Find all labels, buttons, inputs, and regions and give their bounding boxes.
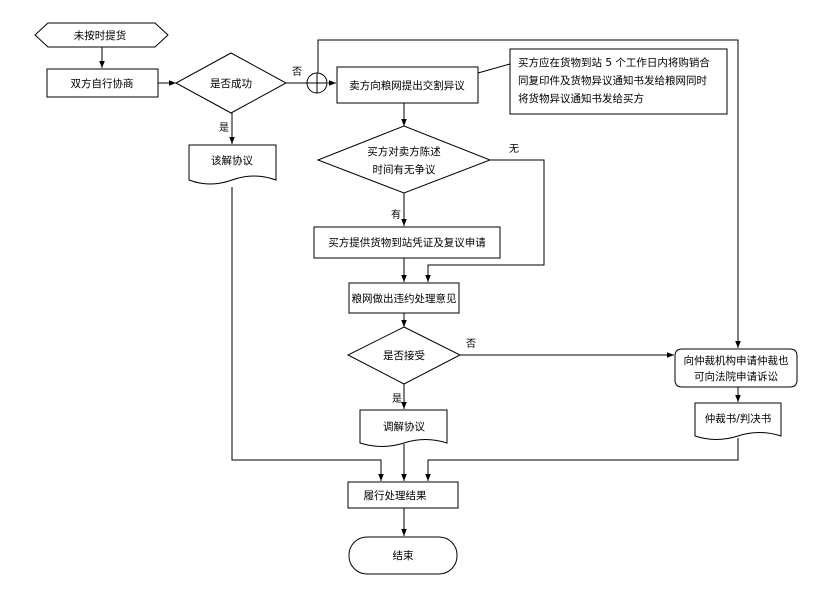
- label-none: 无: [509, 144, 519, 155]
- label-yes-accept: 是: [392, 393, 402, 405]
- svg-text:买方对卖方陈述: 买方对卖方陈述: [367, 145, 441, 158]
- doc-mediate: 调解协议: [359, 409, 448, 447]
- svg-text:双方自行协商: 双方自行协商: [71, 77, 134, 90]
- decision-dispute: 买方对卖方陈述 时间有无争议: [316, 125, 492, 194]
- decision-success: 是否成功: [174, 52, 288, 114]
- svg-text:买方提供货物到站凭证及复议申请: 买方提供货物到站凭证及复议申请: [328, 236, 486, 249]
- label-have: 有: [391, 208, 401, 221]
- branch-labels: 否 是 无 有 否 是: [219, 66, 519, 405]
- svg-text:向仲裁机构申请仲裁也: 向仲裁机构申请仲裁也: [684, 354, 789, 367]
- decision-accept: 是否接受: [346, 326, 462, 385]
- svg-text:结束: 结束: [393, 549, 414, 562]
- svg-text:粮网做出违约处理意见: 粮网做出违约处理意见: [352, 292, 457, 305]
- node-negotiate: 双方自行协商: [46, 68, 159, 98]
- node-handling: 粮网做出违约处理意见: [348, 282, 460, 314]
- node-provide-docs: 买方提供货物到站凭证及复议申请: [313, 226, 501, 259]
- node-execute: 履行处理结果: [347, 481, 459, 509]
- svg-text:是否成功: 是否成功: [210, 78, 252, 90]
- node-end: 结束: [348, 536, 458, 575]
- edge-dissolve-execute: [231, 187, 384, 481]
- edge-ruling-execute: [425, 438, 739, 481]
- node-arbitration: 向仲裁机构申请仲裁也 可向法院申请诉讼: [674, 348, 798, 388]
- svg-text:同复印件及货物异议通知书发给粮网同时: 同复印件及货物异议通知书发给粮网同时: [518, 74, 707, 87]
- edge-none-handling: [425, 159, 545, 282]
- edge-note-callout: [477, 63, 511, 74]
- label-no-success: 否: [292, 66, 302, 78]
- label-yes-success: 是: [219, 122, 229, 134]
- svg-text:是否接受: 是否接受: [383, 349, 425, 362]
- edge-junction-arbitration: [317, 39, 741, 348]
- note-callout: 买方应在货物到站 5 个工作日内将购销合 同复印件及货物异议通知书发给粮网同时 …: [509, 48, 728, 115]
- svg-text:卖方向粮网提出交割异议: 卖方向粮网提出交割异议: [349, 79, 465, 92]
- doc-ruling: 仲裁书/判决书: [694, 402, 782, 440]
- svg-text:可向法院申请诉讼: 可向法院申请诉讼: [694, 370, 778, 383]
- svg-text:将货物异议通知书发给买方: 将货物异议通知书发给买方: [518, 92, 644, 105]
- connectors: [99, 39, 741, 536]
- svg-text:仲裁书/判决书: 仲裁书/判决书: [705, 412, 772, 425]
- svg-text:调解协议: 调解协议: [383, 420, 425, 433]
- svg-text:履行处理结果: 履行处理结果: [364, 489, 427, 502]
- label-no-accept: 否: [466, 338, 476, 350]
- svg-text:买方应在货物到站 5 个工作日内将购销合: 买方应在货物到站 5 个工作日内将购销合: [518, 56, 710, 69]
- svg-text:未按时提货: 未按时提货: [74, 29, 127, 42]
- node-buyer-dispute: 卖方向粮网提出交割异议: [336, 66, 479, 104]
- junction-circle: [306, 72, 328, 94]
- node-start: 未按时提货: [34, 22, 169, 48]
- doc-dissolve: 该解协议: [188, 144, 277, 185]
- svg-text:时间有无争议: 时间有无争议: [373, 163, 436, 176]
- svg-text:该解协议: 该解协议: [211, 154, 253, 167]
